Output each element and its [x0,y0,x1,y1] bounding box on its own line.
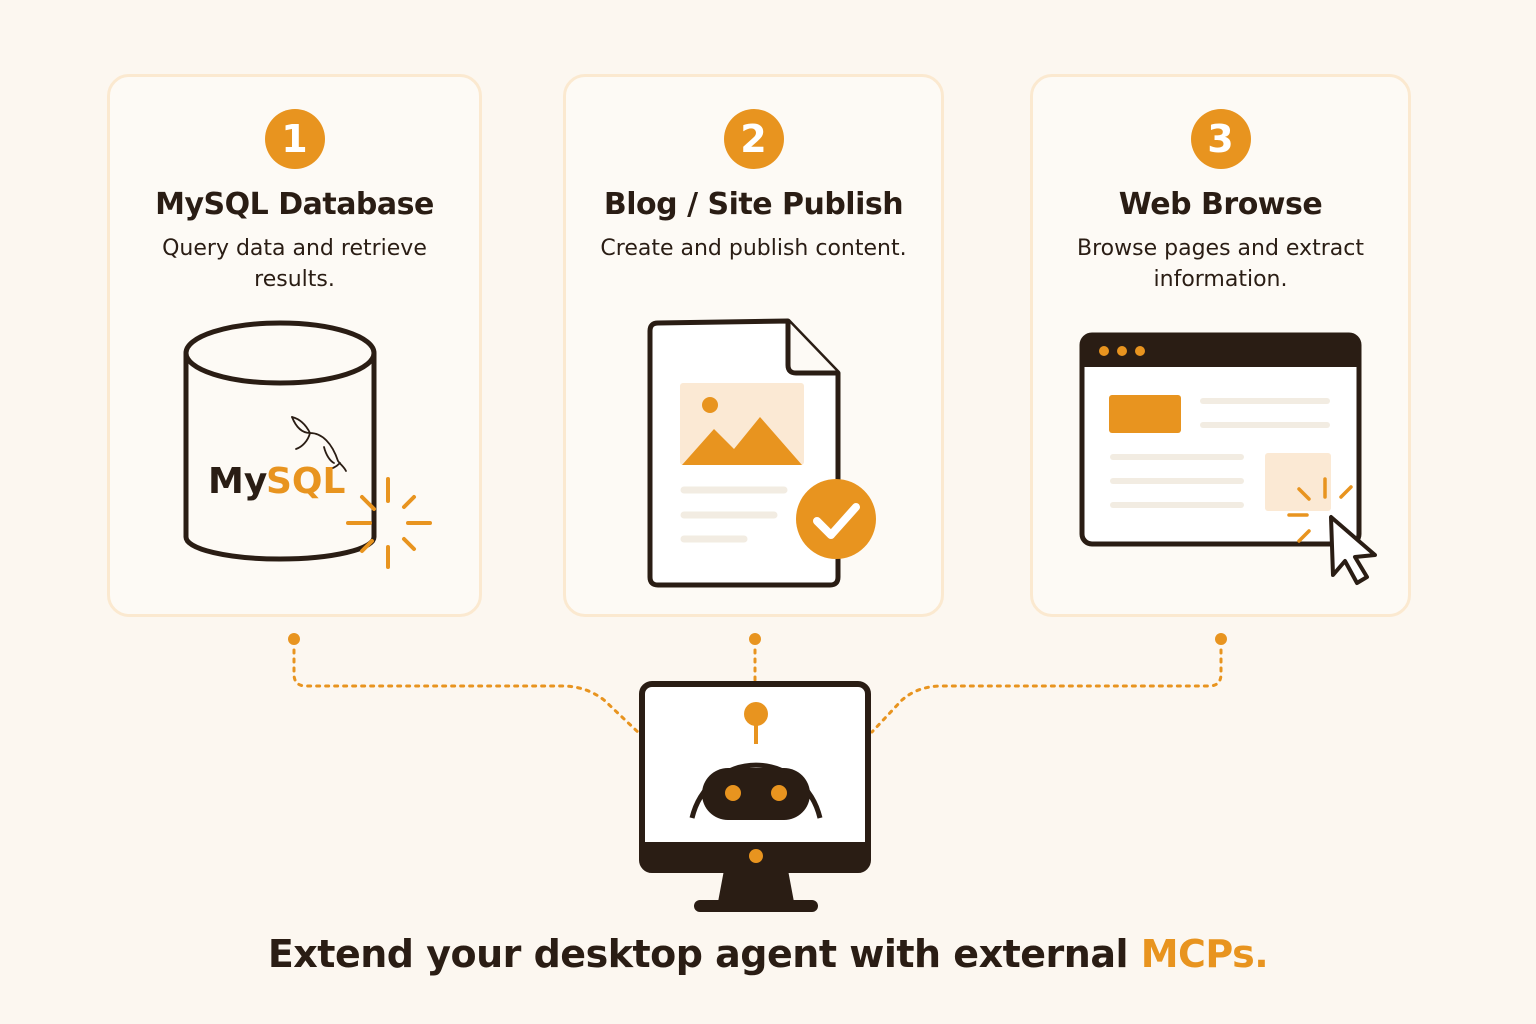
image-placeholder-icon [680,383,804,465]
dolphin-icon [291,416,347,472]
mysql-logo-text-my: My [208,461,267,502]
blog-publish-card: 2 Blog / Site Publish Create and publish… [563,74,944,617]
step-number-badge: 2 [723,109,784,169]
step-number-badge: 1 [264,109,325,169]
sparkle-icon [1287,477,1353,543]
monitor-stand [718,870,794,902]
card-description: Create and publish content. [600,236,907,261]
monitor-base [694,900,818,912]
card-description: Browse pages and extract information. [1077,236,1364,292]
mysql-card: 1 MySQL Database Query data and retrieve… [107,74,482,617]
document-publish-icon [647,318,876,588]
web-browse-card: 3 Web Browse Browse pages and extract in… [1030,74,1411,617]
window-controls [1099,346,1145,356]
robot-monitor-icon [639,681,871,912]
image-block [1265,453,1331,511]
card-description: Query data and retrieve results. [162,236,427,292]
caption-accent: MCPs. [1140,932,1269,976]
card-title: Web Browse [1118,187,1323,222]
card-title: Blog / Site Publish [603,187,904,222]
database-icon: My SQL [183,320,432,569]
cursor-icon [1329,515,1377,585]
step-number-badge: 3 [1190,109,1251,169]
sparkle-icon [346,477,432,569]
text-lines [680,486,788,543]
power-led [749,849,763,863]
caption: Extend your desktop agent with external … [0,932,1536,976]
content-block [1109,395,1181,433]
browser-titlebar [1082,335,1359,367]
mysql-logo-text-sql: SQL [266,461,345,502]
caption-text: Extend your desktop agent with external [267,932,1141,976]
check-circle-icon [796,479,876,559]
browser-cursor-icon [1079,332,1377,585]
robot-icon [689,702,823,820]
text-lines [1110,398,1330,508]
card-title: MySQL Database [155,187,434,222]
